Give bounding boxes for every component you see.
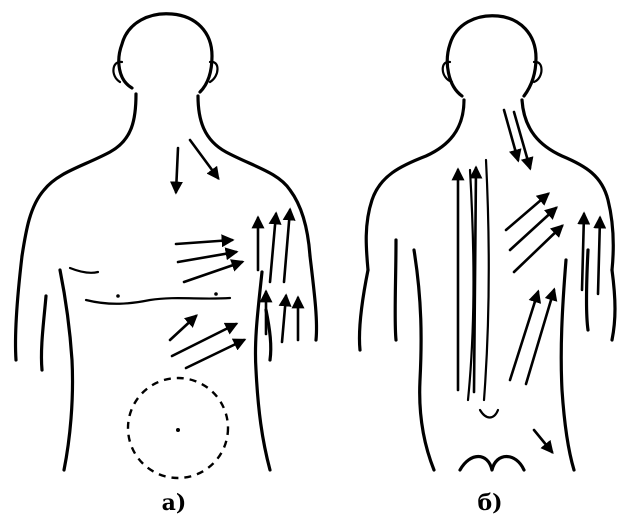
left-shoulder-outline <box>22 94 136 256</box>
spine-right <box>484 160 489 400</box>
left-nipple <box>116 294 120 298</box>
back-left-side <box>414 250 434 470</box>
direction-arrows-front <box>170 140 298 368</box>
right-arm-outline <box>266 256 317 360</box>
back-left-arm <box>359 240 396 350</box>
spine-left <box>468 170 474 400</box>
head-outline-back <box>447 16 536 96</box>
back-right-arm <box>587 250 616 340</box>
navel <box>176 428 180 432</box>
chest-line <box>86 298 230 304</box>
right-torso-side <box>255 272 270 470</box>
right-nipple <box>214 292 218 296</box>
panel-front-view: а) <box>0 0 330 522</box>
panel-back-view: б) <box>330 0 622 522</box>
left-arm-outline <box>15 256 46 370</box>
buttocks-outline <box>460 457 524 471</box>
back-torso-illustration <box>330 0 622 522</box>
lower-back-dimple <box>480 410 498 418</box>
front-torso-illustration <box>0 0 330 522</box>
right-shoulder-outline <box>198 96 310 256</box>
head-outline <box>119 14 212 92</box>
back-right-side <box>561 260 574 470</box>
chest-left-contour <box>70 268 98 273</box>
caption-back: б) <box>460 490 520 516</box>
back-left-shoulder <box>366 100 464 270</box>
direction-arrows-back <box>458 110 600 452</box>
caption-front: а) <box>144 490 204 516</box>
left-torso-side <box>60 270 73 470</box>
